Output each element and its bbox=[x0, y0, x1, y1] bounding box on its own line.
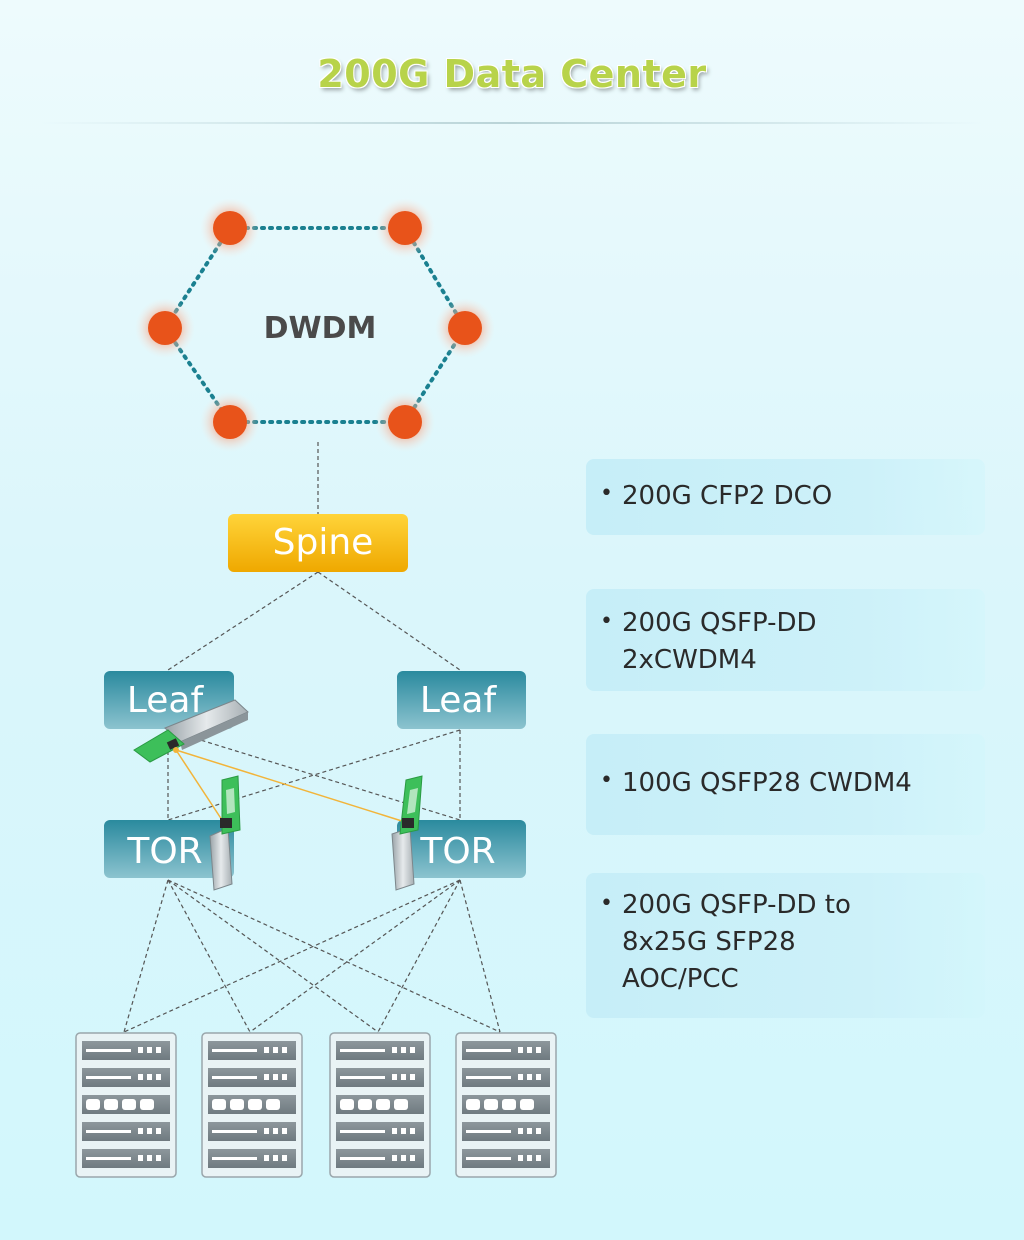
leaf-switch: Leaf bbox=[397, 671, 526, 729]
dwdm-node bbox=[375, 198, 435, 258]
dwdm-node bbox=[135, 298, 195, 358]
tor-label: TOR bbox=[126, 831, 202, 872]
qsfp-dd-transceiver-icon bbox=[133, 699, 249, 763]
tor-switch: TOR bbox=[104, 820, 234, 878]
dwdm-node bbox=[375, 392, 435, 452]
bullet-icon: • bbox=[600, 891, 613, 916]
leaf-label: Leaf bbox=[127, 680, 205, 721]
info-card-qsfp-dd-cwdm4: • 200G QSFP-DD 2xCWDM4 bbox=[586, 589, 985, 691]
title-divider bbox=[40, 122, 984, 124]
tor-label: TOR bbox=[419, 831, 495, 872]
server-rack-icon bbox=[201, 1032, 303, 1178]
qsfp28-transceiver-icon bbox=[209, 775, 241, 891]
dwdm-label: DWDM bbox=[264, 311, 377, 346]
spine-label: Spine bbox=[273, 522, 374, 563]
dwdm-node bbox=[200, 392, 260, 452]
info-card-text: 200G CFP2 DCO bbox=[622, 481, 833, 511]
info-card-qsfp28-cwdm4: • 100G QSFP28 CWDM4 bbox=[586, 734, 985, 835]
dwdm-node bbox=[435, 298, 495, 358]
info-card-text: 200G QSFP-DD to 8x25G SFP28 AOC/PCC bbox=[622, 890, 851, 994]
server-rack-icon bbox=[75, 1032, 177, 1178]
leaf-label: Leaf bbox=[420, 680, 498, 721]
bullet-icon: • bbox=[600, 768, 613, 793]
fiber-cables bbox=[175, 749, 406, 823]
info-card-text: 200G QSFP-DD 2xCWDM4 bbox=[622, 608, 817, 675]
page-title: 200G Data Center bbox=[317, 52, 707, 96]
dwdm-node bbox=[200, 198, 260, 258]
bullet-icon: • bbox=[600, 609, 613, 634]
info-card-cfp2-dco: • 200G CFP2 DCO bbox=[586, 459, 985, 535]
qsfp28-transceiver-icon bbox=[391, 775, 423, 891]
info-card-text: 100G QSFP28 CWDM4 bbox=[622, 768, 912, 798]
server-rack-icon bbox=[329, 1032, 431, 1178]
server-rack-icon bbox=[455, 1032, 557, 1178]
tor-switch: TOR bbox=[397, 820, 526, 878]
info-card-qsfp-dd-aoc-pcc: • 200G QSFP-DD to 8x25G SFP28 AOC/PCC bbox=[586, 873, 985, 1018]
spine-switch: Spine bbox=[228, 514, 408, 572]
bullet-icon: • bbox=[600, 481, 613, 506]
